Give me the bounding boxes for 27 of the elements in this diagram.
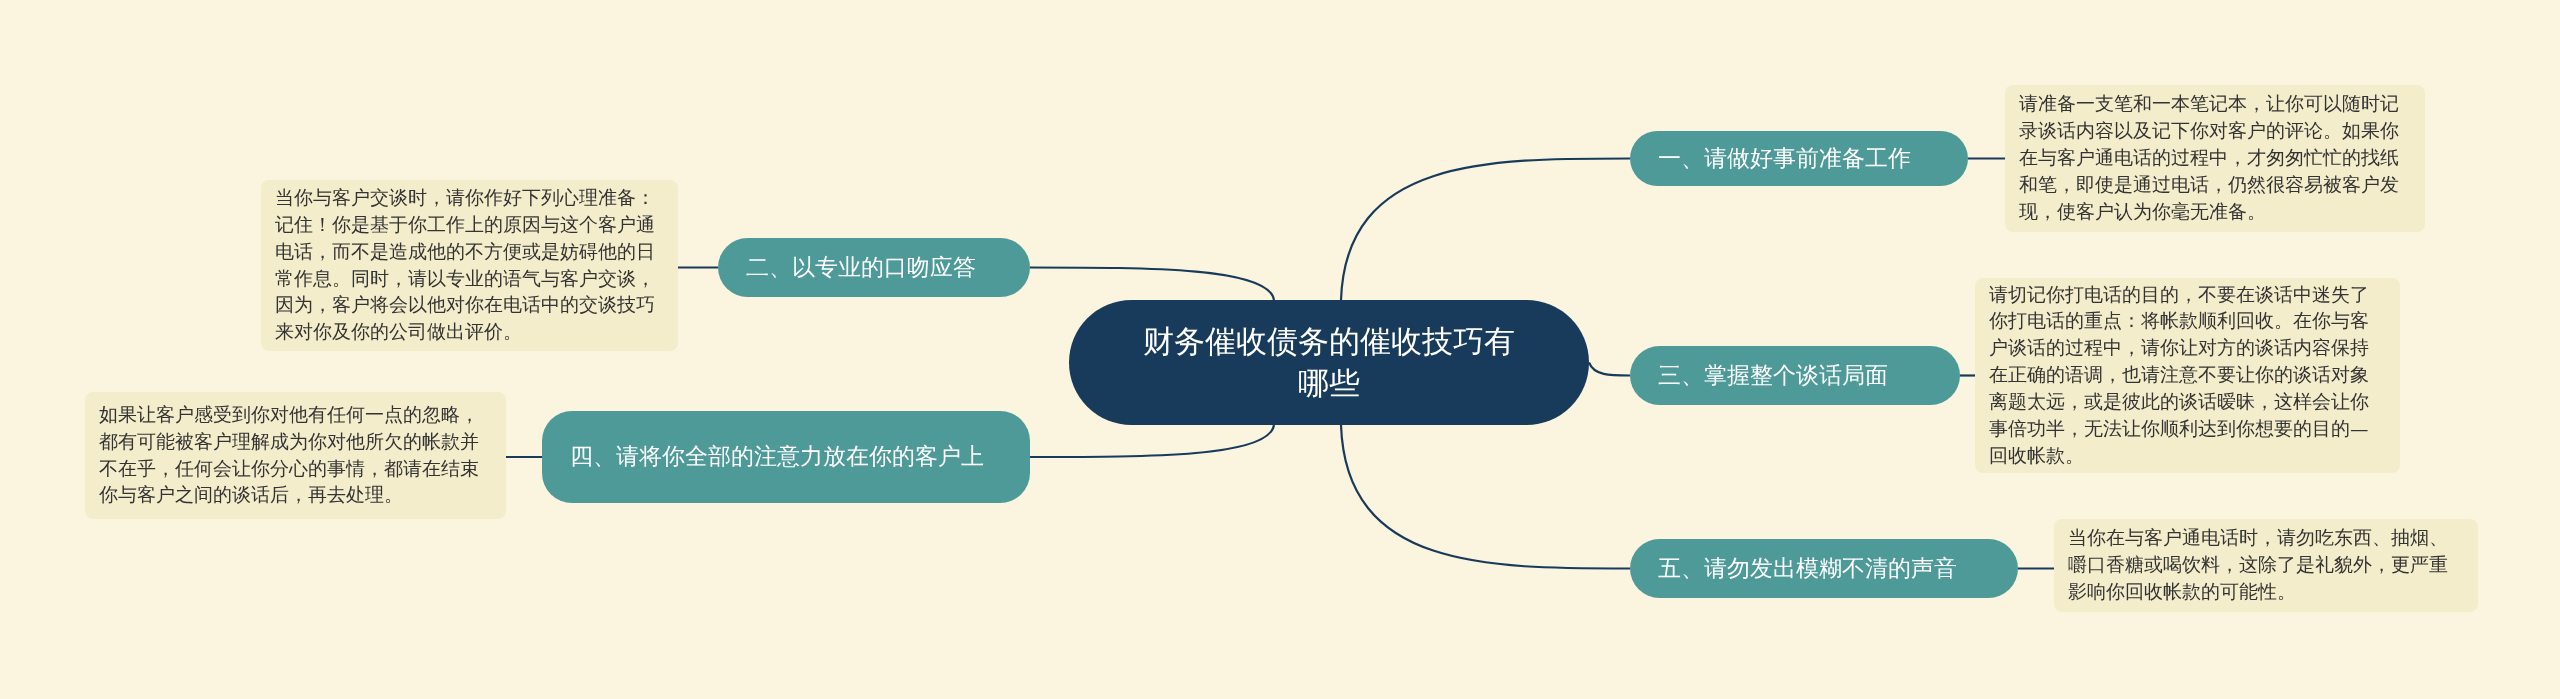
note-box	[2005, 85, 2425, 232]
note-box	[2054, 519, 2478, 612]
topic-box	[542, 411, 1030, 503]
note-box	[85, 392, 506, 519]
topic-label: 财务催收债务的催收技巧有哪些	[1142, 321, 1516, 403]
topic-label: 二、以专业的口吻应答	[746, 252, 976, 282]
connector-line	[1339, 157, 1630, 301]
topic-box	[1630, 131, 1968, 186]
connector-line	[1030, 266, 1275, 301]
connector-line	[1588, 362, 1630, 377]
topic-label: 一、请做好事前准备工作	[1658, 143, 1911, 173]
topic-label: 三、掌握整个谈话局面	[1658, 360, 1888, 390]
note-text: 请切记你打电话的目的，不要在谈话中迷失了你打电话的重点：将帐款顺利回收。在你与客户谈话的过程中，请你让对方的谈话内容保持在正确的语调，也请注意不要让你的谈话对象离题太远，或是彼此的谈话暧昧，这样会让你事倍功半，无法让你顺利达到你想要的目的—回收帐款。	[1989, 282, 2370, 468]
topic-label: 五、请勿发出模糊不清的声音	[1658, 553, 1957, 583]
connector-line	[1030, 424, 1275, 459]
note-text: 如果让客户感受到你对他有任何一点的忽略，都有可能被客户理解成为你对他所欠的帐款并不在乎，任何会让你分心的事情，都请在结束你与客户之间的谈话后，再去处理。	[99, 402, 480, 508]
connector-line	[1968, 157, 2005, 160]
note-box	[261, 180, 678, 351]
note-text: 当你在与客户通电话时，请勿吃东西、抽烟、嚼口香糖或喝饮料，这除了是礼貌外，更严重影响你回收帐款的可能性。	[2068, 526, 2449, 604]
note-text: 请准备一支笔和一本笔记本，让你可以随时记录谈话内容以及记下你对客户的评论。如果你在与客户通电话的过程中，才匆匆忙忙的找纸和笔，即使是通过电话，仍然很容易被客户发现，使客户认为你毫无准备。	[2019, 92, 2400, 224]
connector-line	[506, 455, 542, 459]
note-text: 当你与客户交谈时，请你作好下列心理准备：记住！你是基于你工作上的原因与这个客户通电话，而不是造成他的不方便或是妨碍他的日常作息。同时，请以专业的语气与客户交谈，因为，客户将会以他对你在电话中的交谈技巧来对你及你的公司做出评价。	[275, 186, 656, 345]
connector-line	[1339, 424, 1630, 570]
connector-line	[678, 266, 718, 269]
connector-line	[1960, 374, 1975, 377]
connector-line	[2018, 567, 2054, 570]
topic-label: 四、请将你全部的注意力放在你的客户上	[570, 442, 984, 472]
